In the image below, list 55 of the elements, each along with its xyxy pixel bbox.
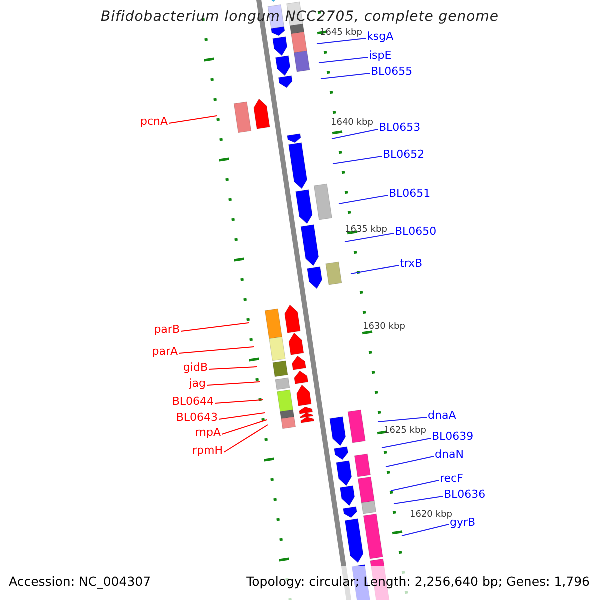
leader-line [350,265,400,274]
leader-line [224,424,268,453]
leader-line [344,233,394,242]
gene-label: ksgA [367,31,394,42]
scale-label: 1635 kbp [345,226,388,235]
gene-label: recF [440,473,464,484]
gene-label: pcnA [140,116,168,127]
leader-line [386,456,434,468]
leader-line [382,438,432,448]
leader-line [222,420,268,435]
leader-line [208,366,258,370]
scale-label: 1640 kbp [331,119,374,128]
genome-info-text: Topology: circular; Length: 2,256,640 bp; Genes: 1,796 [246,576,590,588]
leader-line [318,57,368,64]
leader-line [378,417,428,422]
gene-label: dnaN [435,449,464,460]
leader-line [180,322,250,332]
gene-label: BL0639 [432,431,474,442]
gene-label: trxB [400,258,423,269]
gene-label: gidB [183,362,208,373]
leader-line [320,73,370,80]
leader-line [332,156,382,164]
gene-label: parB [154,324,180,335]
scale-label: 1620 kbp [410,511,452,520]
leader-line [394,496,444,504]
gene-label: rpmH [192,445,223,456]
scale-label: 1630 kbp [363,323,406,332]
gene-label: rnpA [195,427,221,438]
gene-label: BL0650 [395,226,437,237]
leader-line [214,400,264,404]
gene-label: BL0652 [383,149,425,160]
scale-label: 1625 kbp [384,427,426,436]
gene-label: BL0643 [176,412,218,423]
leader-line [316,38,366,44]
gene-label: BL0644 [172,396,214,407]
accession-text: Accession: NC_004307 [9,576,152,588]
gene-label: BL0655 [371,66,413,77]
title: Bifidobacterium longum NCC2705, complete genome [100,10,500,24]
leader-line [402,524,450,536]
leader-line [390,480,440,492]
gene-label: BL0653 [379,122,421,133]
leader-line [332,129,378,140]
leader-line [218,412,266,420]
gene-label: dnaA [428,410,456,421]
gene-label: jag [189,378,206,389]
gene-label: BL0651 [389,188,431,199]
leader-line [168,116,218,124]
leader-line [338,195,388,204]
leader-line [178,346,254,354]
gene-label: gyrB [450,517,476,528]
gene-label: BL0636 [444,489,486,500]
gene-label: parA [152,346,178,357]
leader-line [206,382,260,386]
gene-label: ispE [369,50,392,61]
scale-label: 1645 kbp [320,29,362,38]
